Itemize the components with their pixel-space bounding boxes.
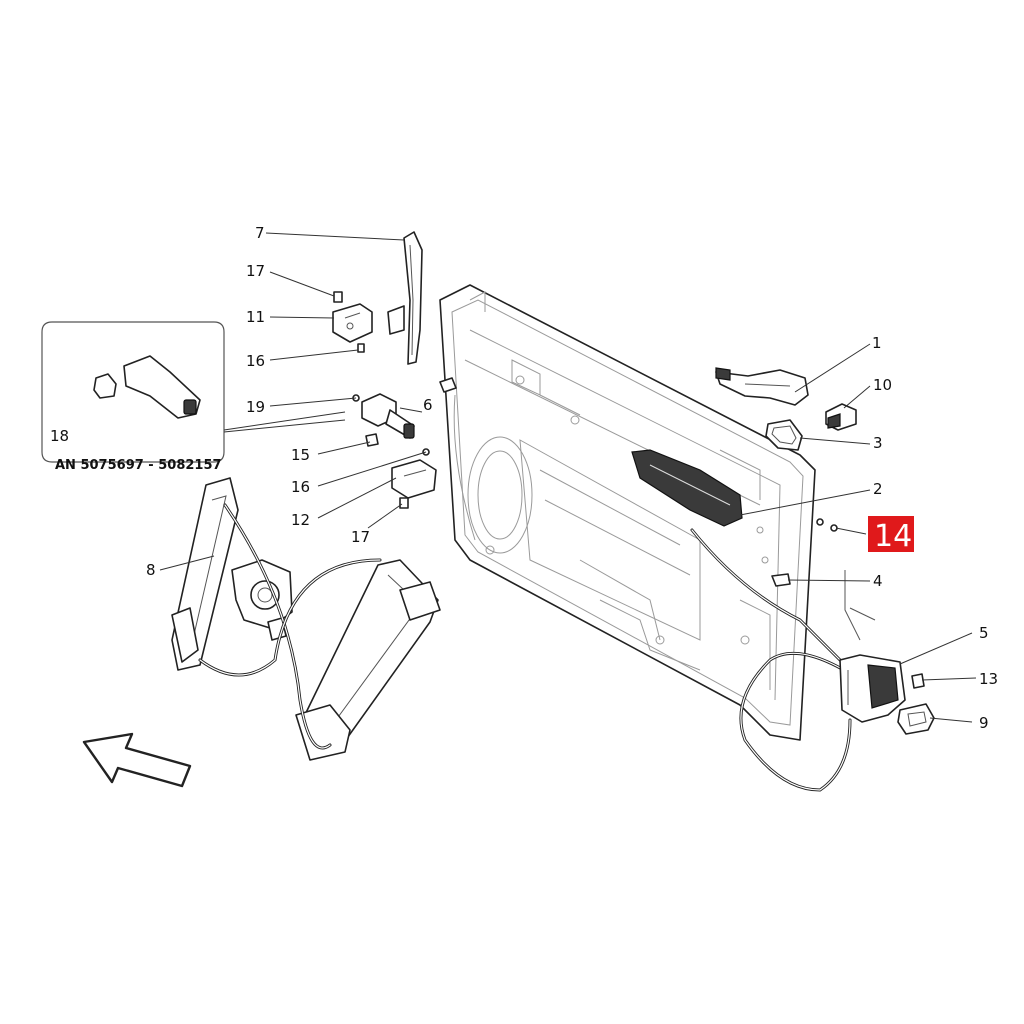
part-13-screw <box>911 673 925 689</box>
callout-18: 18 <box>50 427 69 445</box>
callout-11: 11 <box>246 308 265 326</box>
callout-2: 2 <box>873 480 883 498</box>
callout-13: 13 <box>979 670 998 688</box>
callout-3: 3 <box>873 434 883 452</box>
highlight-callout-14: 14 <box>868 516 914 554</box>
callout-15: 15 <box>291 446 310 464</box>
callout-9: 9 <box>979 714 989 732</box>
callout-1: 1 <box>872 334 882 352</box>
callout-16-lower: 16 <box>291 478 310 496</box>
part-3-handle-gasket <box>765 419 803 451</box>
front-direction-arrow-icon <box>82 732 192 788</box>
part-4-bolt <box>771 573 791 587</box>
callout-10: 10 <box>873 376 892 394</box>
callout-17-lower: 17 <box>351 528 370 546</box>
callout-16-upper: 16 <box>246 352 265 370</box>
part-9-striker <box>897 703 935 735</box>
inset-box <box>41 321 346 463</box>
callout-7: 7 <box>255 224 265 242</box>
part-6-door-check <box>352 393 415 447</box>
callout-labels: 7 17 11 16 19 6 15 16 12 17 8 18 1 10 3 … <box>50 224 998 732</box>
part-5-door-lock <box>839 654 906 723</box>
callout-5: 5 <box>979 624 989 642</box>
part-2-handle-carrier <box>631 449 838 532</box>
leader-lines <box>159 232 977 723</box>
callout-12: 12 <box>291 511 310 529</box>
part-12-lower-hinge <box>391 448 437 509</box>
part-10-handle-cap <box>825 403 857 431</box>
callout-19: 19 <box>246 398 265 416</box>
callout-17-upper: 17 <box>246 262 265 280</box>
part-8-window-regulator <box>171 477 441 761</box>
callout-4: 4 <box>873 572 883 590</box>
part-11-upper-hinge <box>332 291 373 353</box>
callout-6: 6 <box>423 396 433 414</box>
inset-caption: AN 5075697 - 5082157 <box>55 458 222 473</box>
door-bolt <box>439 377 457 393</box>
part-1-outer-handle <box>715 367 809 406</box>
callout-8: 8 <box>146 561 156 579</box>
door-inner-panel <box>439 284 816 741</box>
callout-14-highlight: 14 <box>874 519 912 554</box>
part-7-window-guide <box>387 231 423 365</box>
